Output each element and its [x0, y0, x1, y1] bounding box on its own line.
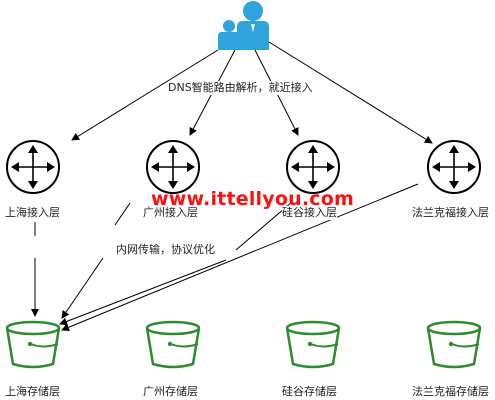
storage-node-label: 硅谷存储层 — [282, 385, 337, 399]
access-node-label: 上海接入层 — [5, 206, 60, 220]
access-node-label: 法兰克福接入层 — [412, 206, 489, 220]
internal-arrows — [31, 183, 419, 332]
storage-node-label: 广州存储层 — [143, 385, 198, 399]
router-icon — [146, 140, 200, 194]
bucket-icon — [145, 320, 201, 369]
bucket-icon — [5, 320, 61, 369]
users-icon — [218, 1, 269, 50]
dns-edge-label: DNS智能路由解析，就近接入 — [168, 81, 313, 95]
bucket-icon — [285, 320, 341, 369]
access-node-label: 广州接入层 — [143, 206, 198, 220]
router-icon — [427, 140, 481, 194]
router-icon — [6, 140, 60, 194]
router-icon — [286, 140, 340, 194]
storage-node-label: 上海存储层 — [5, 385, 60, 399]
watermark-text: www.ittellyou.com — [151, 188, 354, 210]
storage-node-label: 法兰克福存储层 — [412, 385, 489, 399]
internal-edge-label: 内网传输，协议优化 — [116, 243, 215, 257]
access-node-label: 硅谷接入层 — [282, 206, 337, 220]
bucket-icon — [426, 320, 482, 369]
